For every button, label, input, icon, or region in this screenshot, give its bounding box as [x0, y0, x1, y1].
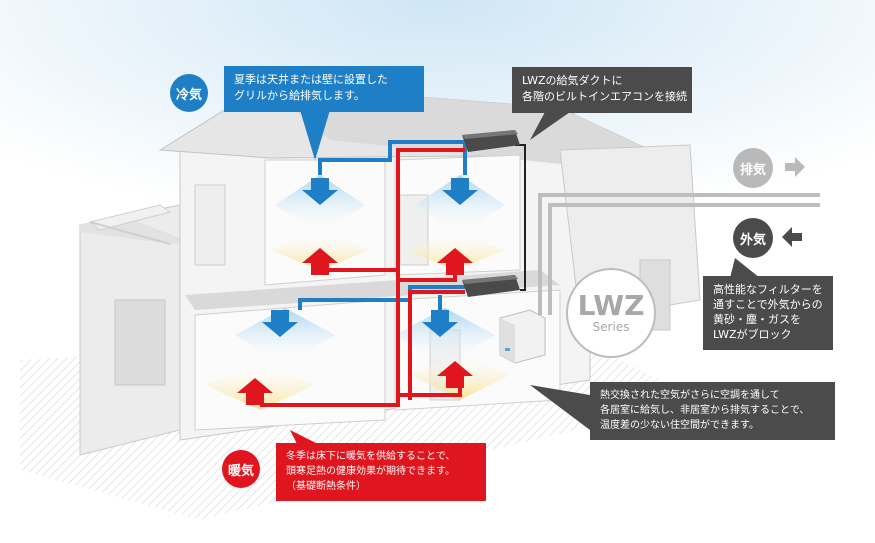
exchange-line-2: 各居室に給気し、非居室から排気することで、 [600, 405, 810, 416]
summer-callout: 夏季は天井または壁に設置した グリルから給排気します。 [224, 66, 424, 112]
summer-line-2: グリルから給排気します。 [234, 89, 365, 102]
winter-line-2: 頭寒足熱の健康効果が期待できます。 [286, 466, 455, 477]
outside-air-label: 外気 [733, 218, 773, 258]
indoor-unit-lower [462, 275, 520, 297]
exchange-line-1: 熱交換された空気がさらに空調を通して [600, 390, 780, 401]
cooling-label: 冷気 [170, 74, 208, 112]
filter-line-3: 黄砂・塵・ガスを [713, 313, 801, 326]
cool-arrows [262, 178, 478, 337]
duct-pointer [530, 112, 570, 140]
filter-pointer [730, 258, 760, 278]
exhaust-arrow-icon [785, 157, 805, 177]
exchange-line-3: 温度差の少ない住空間ができます。 [600, 420, 759, 431]
duct-line-2: 各階のビルトインエアコンを接続 [522, 90, 687, 103]
exchange-pointer [530, 385, 590, 430]
filter-line-2: 通すことで外気からの [713, 298, 823, 311]
outside-ducts [538, 193, 820, 315]
exchange-callout: 熱交換された空気がさらに空調を通して 各居室に給気し、非居室から排気することで、… [590, 382, 835, 440]
duct-line-1: LWZの給気ダクトに [522, 74, 623, 87]
logo-sub: Series [592, 320, 630, 334]
winter-callout: 冬季は床下に暖気を供給することで、 頭寒足熱の健康効果が期待できます。 （基礎断… [276, 443, 486, 501]
logo-name: LWZ [577, 289, 645, 322]
winter-line-3: （基礎断熱条件） [286, 481, 366, 492]
duct-callout: LWZの給気ダクトに 各階のビルトインエアコンを接続 [512, 67, 692, 113]
filter-line-4: LWZがブロック [713, 328, 792, 341]
winter-line-1: 冬季は床下に暖気を供給することで、 [286, 451, 456, 462]
summer-pointer [300, 110, 330, 160]
filter-callout: 高性能なフィルターを 通すことで外気からの 黄砂・塵・ガスを LWZがブロック [703, 276, 833, 350]
filter-line-1: 高性能なフィルターを [713, 283, 823, 296]
outside-air-arrow-icon [782, 227, 802, 247]
lwz-unit [499, 309, 546, 364]
summer-line-1: 夏季は天井または壁に設置した [234, 73, 388, 86]
lwz-series-logo: LWZ Series [566, 268, 656, 358]
indoor-unit-upper [462, 130, 520, 152]
exhaust-label: 排気 [733, 148, 773, 188]
warm-arrows [237, 248, 473, 405]
heating-label: 暖気 [222, 450, 260, 488]
